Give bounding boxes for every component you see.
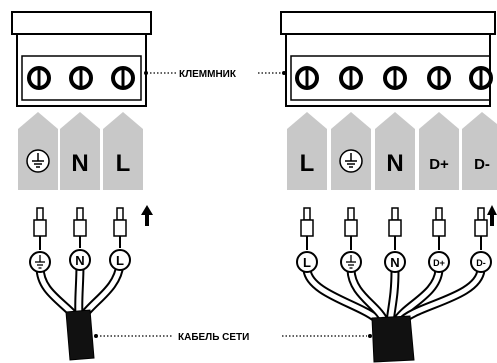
right-tag-n: N xyxy=(386,150,403,177)
right-power-cable: L N D+ D- xyxy=(296,205,497,363)
right-screw-5 xyxy=(469,66,493,90)
right-wire-marker-l xyxy=(296,251,318,273)
right-screw-3 xyxy=(383,66,407,90)
terminal-block-callout: КЛЕММНИК xyxy=(144,69,286,80)
arrow-up-icon xyxy=(141,205,153,226)
power-cable-callout: КАБЕЛЬ СЕТИ xyxy=(94,332,372,343)
left-screw-1 xyxy=(27,66,51,90)
right-wire-label-l: L xyxy=(303,255,311,270)
right-tag-d-plus: D+ xyxy=(429,156,449,173)
arrow-up-icon xyxy=(487,205,497,226)
left-power-cable: N L xyxy=(29,205,153,361)
ground-symbol-icon xyxy=(29,251,51,273)
left-terminal-block xyxy=(11,11,152,107)
right-screw-2 xyxy=(339,66,363,90)
right-wire-marker-d-minus xyxy=(470,251,492,273)
right-wire-marker-n xyxy=(384,251,406,273)
left-screw-3 xyxy=(111,66,135,90)
right-wire-label-n: N xyxy=(390,255,399,270)
ground-symbol-icon xyxy=(340,251,362,273)
right-terminal-block xyxy=(280,11,496,107)
right-screw-1 xyxy=(295,66,319,90)
right-wire-label-d-plus: D+ xyxy=(433,258,445,268)
right-wire-marker-d-plus xyxy=(428,251,450,273)
left-wire-marker-n xyxy=(69,249,91,271)
ground-symbol-icon xyxy=(339,149,363,173)
left-terminal-tags xyxy=(18,112,143,190)
left-tag-l: L xyxy=(116,150,131,177)
right-wire-label-d-minus: D- xyxy=(476,258,486,268)
power-cable-label: КАБЕЛЬ СЕТИ xyxy=(178,332,249,343)
right-terminal-tags xyxy=(287,112,497,190)
left-wire-marker-l xyxy=(109,249,131,271)
left-wire-label-l: L xyxy=(116,253,124,268)
left-wire-label-n: N xyxy=(75,253,84,268)
right-tag-l: L xyxy=(300,150,315,177)
right-tag-d-minus: D- xyxy=(474,156,490,173)
right-screw-4 xyxy=(427,66,451,90)
ground-symbol-icon xyxy=(26,149,50,173)
terminal-block-label: КЛЕММНИК xyxy=(179,69,237,80)
left-tag-n: N xyxy=(71,150,88,177)
left-screw-2 xyxy=(69,66,93,90)
